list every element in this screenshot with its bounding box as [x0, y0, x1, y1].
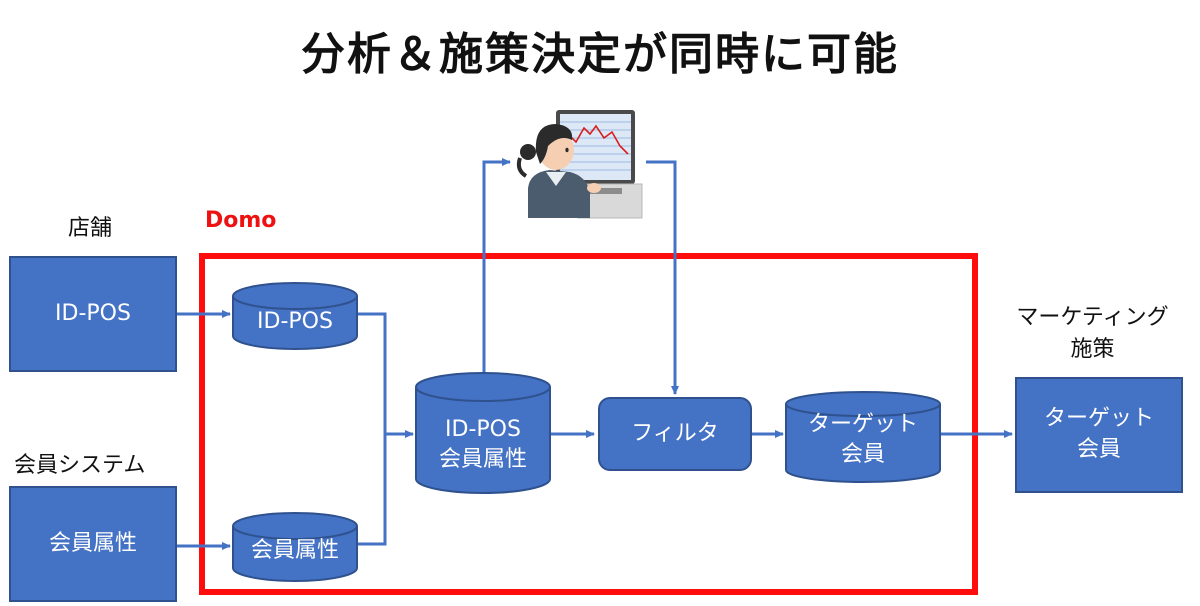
- idpos-db-cylinder: [232, 282, 358, 350]
- store-label: 店舗: [68, 216, 113, 241]
- merged-db-label-line1: ID-POS: [445, 417, 521, 443]
- idpos-db-label: ID-POS: [257, 309, 333, 335]
- target-db-cylinder: [785, 391, 941, 483]
- connector-idpos-db-out: [358, 312, 387, 546]
- marketing-label-line2: 施策: [1070, 336, 1115, 362]
- arrow-merged-to-analyst: [482, 158, 511, 374]
- output-line1: ターゲット: [1043, 406, 1154, 432]
- page-title: 分析＆施策決定が同時に可能: [301, 29, 899, 80]
- target-db-label-line2: 会員: [840, 442, 885, 467]
- domo-frame: [199, 253, 978, 595]
- person-at-computer-icon: [516, 110, 643, 219]
- merged-db-label-line2: 会員属性: [438, 447, 527, 472]
- target-db-label: ターゲット 会員: [786, 410, 940, 470]
- target-db-label-line1: ターゲット: [807, 412, 918, 438]
- output-line2: 会員: [1076, 437, 1121, 462]
- member-system-label: 会員システム: [14, 453, 146, 478]
- marketing-label: マーケティング 施策: [990, 302, 1195, 366]
- store-idpos-box: ID-POS: [9, 256, 177, 372]
- merged-db-label: ID-POS 会員属性: [416, 410, 550, 480]
- filter-box: フィルタ: [598, 397, 752, 471]
- member-attr-box: 会員属性: [9, 486, 177, 602]
- marketing-label-line1: マーケティング: [1016, 305, 1169, 330]
- domo-label: Domo: [205, 208, 277, 233]
- merged-db-cylinder: [415, 372, 551, 494]
- member-attr-db-label: 会員属性: [250, 538, 339, 564]
- member-attr-db-cylinder: [232, 512, 358, 582]
- target-member-output-box: ターゲット 会員: [1015, 377, 1183, 493]
- arrow-analyst-to-filter: [646, 160, 679, 395]
